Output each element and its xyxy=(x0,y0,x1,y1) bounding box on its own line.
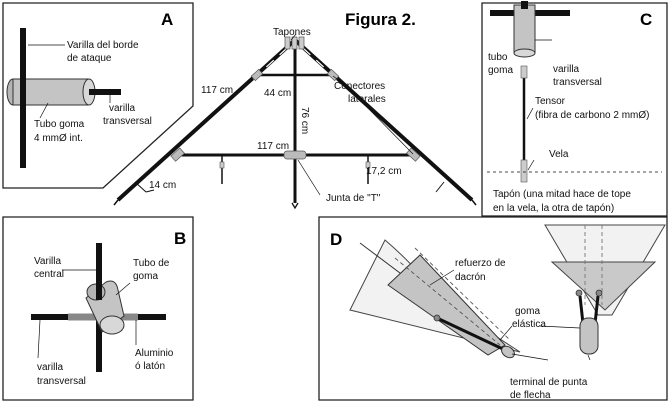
b-label-alum-2: ó latón xyxy=(135,361,165,372)
c-leader-tensor xyxy=(526,107,534,120)
a-label-varilla-1: Varilla del borde xyxy=(67,40,139,51)
side-connector-top-left xyxy=(250,68,264,82)
d-label-goma-1: goma xyxy=(515,306,540,317)
d-patch-dash-2 xyxy=(414,247,511,341)
c-label-vela: Vela xyxy=(549,149,569,160)
label-117-left: 117 cm xyxy=(201,85,233,96)
c-label-tensor-1: Tensor xyxy=(535,96,566,107)
b-label-tubo-1: Tubo de xyxy=(133,258,170,269)
panel-b-frame xyxy=(2,216,194,401)
d-label-terminal-2: de flecha xyxy=(510,390,551,401)
d-leader-refuerzo xyxy=(429,269,455,286)
label-44: 44 cm xyxy=(264,88,291,99)
standoff-left-cap xyxy=(219,161,225,169)
dim-14-lines xyxy=(134,181,155,193)
d-eyelet-right-1 xyxy=(575,289,583,297)
c-tensor-top-cap xyxy=(520,65,528,79)
c-label-transv-2: transversal xyxy=(553,77,602,88)
panel-d: D refuerzo de dacrón goma elástica termi… xyxy=(318,216,668,401)
c-tube-mouth xyxy=(513,48,536,58)
panel-c-frame xyxy=(481,2,668,217)
label-117-spar: 117 cm xyxy=(257,141,289,152)
top-cap-2 xyxy=(291,36,298,50)
panel-d-frame xyxy=(318,216,668,401)
a-label-transv-1: varilla xyxy=(109,103,136,114)
left-tip xyxy=(113,199,119,206)
c-label-tubo-1: tubo xyxy=(488,52,508,63)
label-17-2: 17,2 cm xyxy=(366,166,402,177)
c-bottom-cap xyxy=(520,159,528,183)
leading-edge-right xyxy=(293,38,474,202)
main-kite xyxy=(113,33,477,210)
d-leader-goma-right xyxy=(539,325,581,329)
a-label-tubo-2: 4 mmØ int. xyxy=(34,133,83,144)
d-label-terminal-1: terminal de punta xyxy=(510,377,588,388)
dim-right-tick xyxy=(435,181,445,193)
label-conectores-1: Conectores xyxy=(334,81,385,92)
tail-tip xyxy=(291,202,299,210)
panel-a-letter: A xyxy=(161,10,173,29)
standoff-right-cap xyxy=(365,161,371,169)
d-dacron-patch xyxy=(387,254,506,356)
d-rod-left xyxy=(436,316,506,352)
panel-c: C tubo goma varilla transversal Tensor (… xyxy=(481,1,668,217)
figure-title: Figura 2. xyxy=(345,10,416,29)
b-leader-tubo xyxy=(115,282,131,296)
c-label-tapon-1: Tapón (una mitad hace de tope xyxy=(493,189,631,200)
panel-b-letter: B xyxy=(174,229,186,248)
d-arrow-nock-left xyxy=(501,345,515,359)
leading-edge-left xyxy=(116,38,297,202)
b-leader-transv xyxy=(37,319,41,359)
top-cap-1 xyxy=(284,36,291,50)
b-label-central-1: Varilla xyxy=(34,256,61,267)
label-tapones: Tapones xyxy=(273,27,311,38)
c-leader-vela xyxy=(527,159,535,171)
c-label-tubo-2: goma xyxy=(488,65,513,76)
d-label-refuerzo-2: dacrón xyxy=(455,272,486,283)
b-label-transv-2: transversal xyxy=(37,376,86,387)
d-arrow-nock-right xyxy=(579,317,599,355)
label-junta: Junta de "T" xyxy=(326,193,381,204)
t-joint xyxy=(283,150,307,160)
d-label-refuerzo-1: refuerzo de xyxy=(455,258,506,269)
d-tail-reinforcement xyxy=(550,261,657,311)
panel-d-letter: D xyxy=(330,230,342,249)
d-patch-dash-1 xyxy=(394,257,501,346)
a-label-tubo-1: Tubo goma xyxy=(34,119,85,130)
leader-conectores-1 xyxy=(332,75,345,85)
d-eyelet-left xyxy=(433,314,441,322)
a-leader-tubo xyxy=(39,102,49,119)
panel-c-letter: C xyxy=(640,10,652,29)
panel-a-frame xyxy=(2,2,194,189)
leader-junta xyxy=(297,159,321,196)
label-14: 14 cm xyxy=(149,180,176,191)
label-76: 76 cm xyxy=(299,107,310,134)
b-label-transv-1: varilla xyxy=(37,362,64,373)
d-label-goma-2: elástica xyxy=(512,319,546,330)
c-rubber-tube xyxy=(513,4,536,54)
d-eyelet-right-2 xyxy=(595,289,603,297)
c-label-tapon-2: en la vela, la otra de tapón) xyxy=(493,203,614,214)
b-tube-mouth xyxy=(99,315,125,335)
b-label-tubo-2: goma xyxy=(133,271,158,282)
c-label-transv-1: varilla xyxy=(553,64,580,75)
top-cap-3 xyxy=(298,36,305,50)
a-label-varilla-2: de ataque xyxy=(67,53,112,64)
leader-tapones xyxy=(290,33,297,41)
side-connector-left xyxy=(170,147,185,162)
panel-a: A Varilla del borde de ataque Tubo goma … xyxy=(2,2,194,189)
a-label-transv-2: transversal xyxy=(103,116,152,127)
d-leader-goma-left xyxy=(499,325,513,341)
panel-b: B Varilla central Tubo de goma varilla t… xyxy=(2,216,194,401)
label-conectores-2: laterales xyxy=(348,94,386,105)
d-leader-terminal-right xyxy=(587,354,591,361)
right-tip xyxy=(471,199,477,206)
b-label-central-2: central xyxy=(34,269,64,280)
b-label-alum-1: Aluminio xyxy=(135,348,174,359)
c-label-tensor-2: (fibra de carbono 2 mmØ) xyxy=(535,110,650,121)
d-leader-terminal-left xyxy=(511,353,549,361)
leader-conectores-2 xyxy=(359,99,414,155)
